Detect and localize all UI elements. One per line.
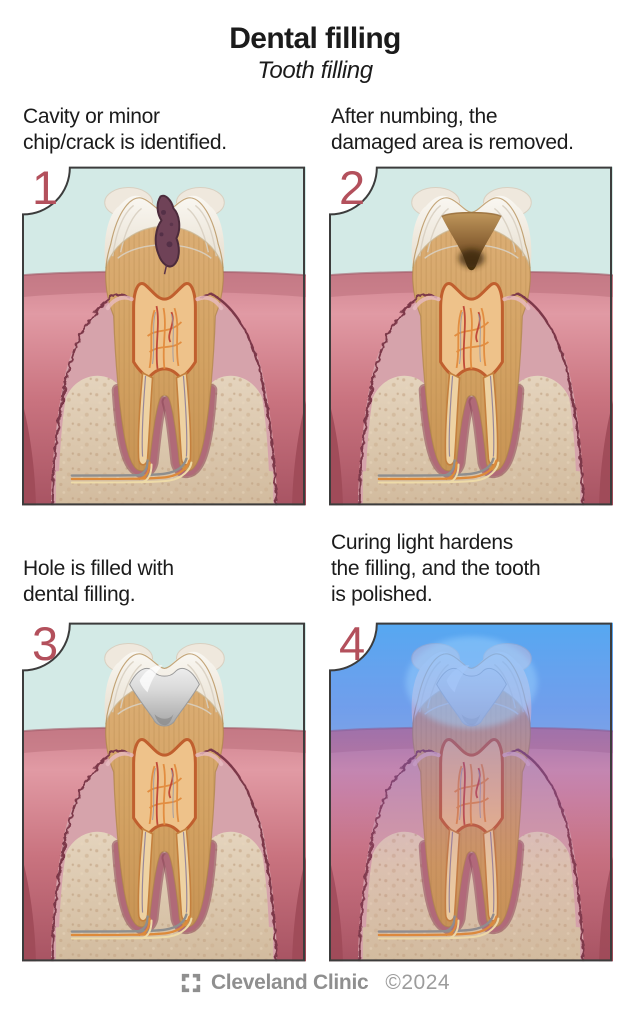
caption-step-2: After numbing, the damaged area is remov… [331,104,630,156]
caption-step-1: Cavity or minor chip/crack is identified… [23,104,323,156]
tooth-illustration-cavity [22,166,306,506]
tooth-illustration-curing-light [329,622,613,962]
caption-step-4: Curing light hardens the filling, and th… [331,530,630,608]
cleveland-clinic-logo-icon [181,973,201,993]
panel-step-1: 1 [22,162,306,506]
caption-line: Curing light hardens [331,531,513,554]
step-number-3: 3 [32,617,58,670]
caption-line: Cavity or minor [23,105,160,128]
caption-line: Hole is filled with [23,557,174,580]
caption-step-3: Hole is filled with dental filling. [23,556,323,608]
panel-step-2: 2 [329,162,613,506]
caption-line: dental filling. [23,583,136,606]
panel-step-4: 4 [329,618,613,962]
caption-line: is polished. [331,583,433,606]
caption-line: After numbing, the [331,105,498,128]
tooth-illustration-filled [22,622,306,962]
footer: Cleveland Clinic ©2024 [0,971,630,995]
tooth-illustration-drilled [329,166,613,506]
caption-line: damaged area is removed. [331,131,574,154]
panel-step-3: 3 [22,618,306,962]
step-number-4: 4 [339,617,365,670]
step-number-1: 1 [32,161,58,214]
page-title: Dental filling [229,22,401,55]
caption-line: the filling, and the tooth [331,557,541,580]
footer-copyright: ©2024 [385,971,451,994]
caption-line: chip/crack is identified. [23,131,227,154]
footer-brand: Cleveland Clinic [210,971,369,994]
page-subtitle: Tooth filling [257,57,373,84]
step-number-2: 2 [339,161,365,214]
